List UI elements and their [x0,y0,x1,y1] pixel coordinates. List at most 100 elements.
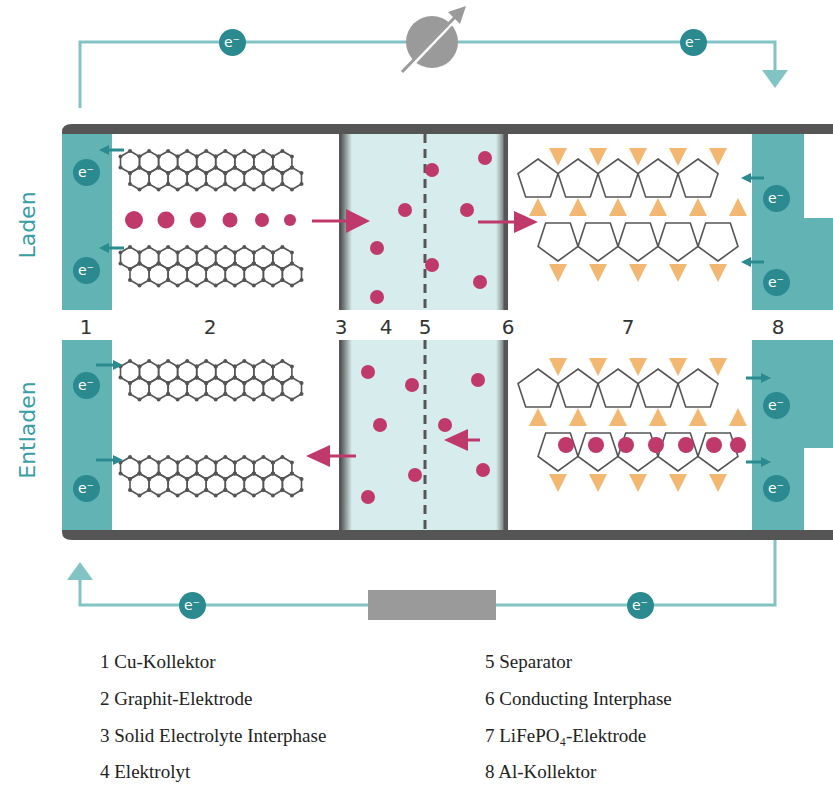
lattice-triangle [709,474,727,492]
lattice-triangle [729,198,747,216]
carbon-atom [204,182,208,186]
callout-number: 3 [335,315,348,339]
carbon-atom [157,472,161,476]
carbon-atom [138,461,142,465]
carbon-atom [204,381,208,385]
carbon-atom [223,182,227,186]
graphite-hexagon [263,264,282,286]
carbon-atom [271,262,275,266]
graphite-hexagon [168,168,187,190]
ion-dot [373,418,387,432]
carbon-atom [147,267,151,271]
carbon-atom [176,251,180,255]
carbon-atom [195,376,199,380]
carbon-atom [176,376,180,380]
lattice-pentagon [538,433,578,471]
graphite-hexagon [282,378,301,400]
graphite-hexagon [206,378,225,400]
carbon-atom [223,381,227,385]
carbon-atom [176,365,180,369]
carbon-atom [195,284,199,288]
carbon-atom [166,267,170,271]
electron-label: e⁻ [78,481,94,495]
lattice-pentagon [518,369,558,407]
lattice-pentagon [558,159,598,197]
carbon-atom [214,376,218,380]
carbon-atom [223,149,227,153]
carbon-atom [176,472,180,476]
carbon-atom [261,359,265,363]
lifepo4-lattice [518,148,747,492]
graphite-hexagon [282,264,301,286]
carbon-atom [128,455,132,459]
electron-label: e⁻ [78,165,94,179]
carbon-atom [214,461,218,465]
carbon-atom [195,262,199,266]
carbon-atom [204,267,208,271]
lattice-pentagon [578,223,618,261]
carbon-atom [233,262,237,266]
carbon-atom [166,381,170,385]
carbon-atom [119,376,123,380]
lattice-triangle [689,408,707,426]
ion-dot [478,151,492,165]
key-entry: 1 Cu-Kollektor [100,651,216,674]
carbon-atom [176,472,180,476]
carbon-atom [242,488,246,492]
carbon-atom [195,472,199,476]
carbon-atom [271,262,275,266]
key-entry: 5 Separator [485,651,572,674]
carbon-atom [157,166,161,170]
carbon-atom [252,472,256,476]
carbon-atom [223,381,227,385]
lattice-triangle [669,358,687,376]
electron-label: e⁻ [768,398,784,412]
carbon-atom [290,155,294,159]
carbon-atom [128,267,132,271]
electron-circle: e⁻ [179,592,206,619]
carbon-atom [214,251,218,255]
carbon-atom [128,381,132,385]
carbon-atom [280,171,284,175]
graphite-hexagon [282,474,301,496]
graphite-hexagon [263,168,282,190]
carbon-atom [157,494,161,498]
carbon-atom [176,461,180,465]
carbon-atom [252,155,256,159]
carbon-atom [242,182,246,186]
carbon-atom [290,365,294,369]
carbon-atom [119,472,123,476]
carbon-atom [147,381,151,385]
carbon-atom [128,488,132,492]
carbon-atom [166,381,170,385]
carbon-atom [185,488,189,492]
carbon-atom [261,392,265,396]
carbon-atom [214,262,218,266]
lattice-pentagon [618,223,658,261]
carbon-atom [185,171,189,175]
ion-dot [408,468,422,482]
carbon-atom [271,251,275,255]
carbon-atom [280,477,284,481]
ion-dot [618,437,634,453]
carbon-atom [252,472,256,476]
carbon-atom [242,171,246,175]
carbon-atom [147,477,151,481]
carbon-atom [176,461,180,465]
graphite-hexagon [206,168,225,190]
carbon-atom [166,267,170,271]
carbon-atom [252,376,256,380]
carbon-atom [242,488,246,492]
lattice-triangle [649,198,667,216]
graphite-hexagon [225,168,244,190]
graphite-hexagon [149,474,168,496]
lattice-pentagon [598,159,638,197]
carbon-atom [147,171,151,175]
graphite-hexagon [263,378,282,400]
carbon-atom [252,166,256,170]
carbon-atom [147,392,151,396]
carbon-atom [185,455,189,459]
lattice-triangle [589,148,607,166]
carbon-atom [157,155,161,159]
carbon-atom [195,262,199,266]
